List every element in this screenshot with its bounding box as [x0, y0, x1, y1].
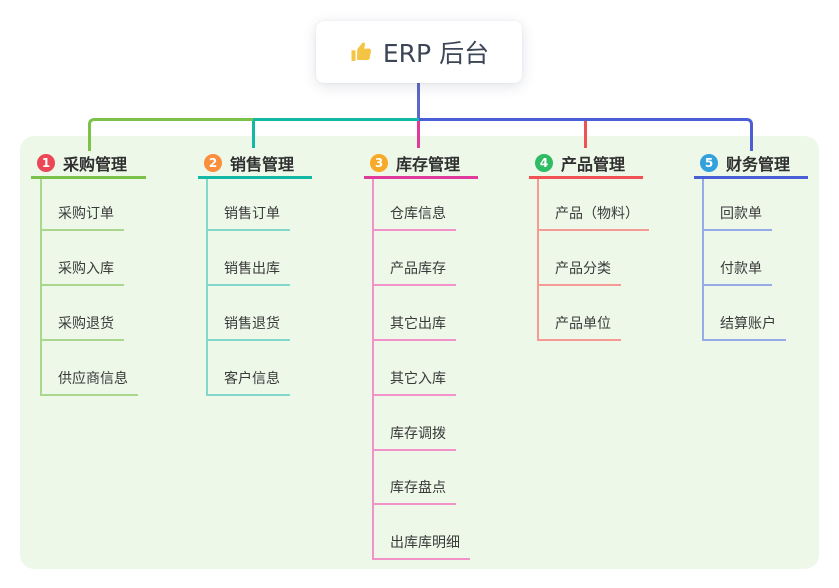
node-settlement-account[interactable]: 结算账户: [702, 315, 786, 341]
node-purchase-order[interactable]: 采购订单: [40, 205, 124, 231]
branch-header-inventory[interactable]: 3 库存管理: [364, 150, 478, 179]
node-supplier-info[interactable]: 供应商信息: [40, 370, 138, 396]
branch-connector-inventory: [372, 179, 374, 560]
node-purchase-return[interactable]: 采购退货: [40, 315, 124, 341]
branch-connector-sales: [206, 179, 208, 396]
bus-segment-blue: [419, 118, 733, 121]
bus-corner-right: [730, 118, 753, 151]
branch-connector-finance: [702, 179, 704, 341]
bus-segment-teal: [253, 118, 419, 121]
node-customer-info[interactable]: 客户信息: [206, 370, 290, 396]
drop-line-product: [584, 121, 587, 148]
branch-number-badge: 4: [535, 154, 553, 172]
root-connector-line: [417, 83, 420, 121]
node-stock-count[interactable]: 库存盘点: [372, 479, 456, 505]
node-product-category[interactable]: 产品分类: [537, 260, 621, 286]
branch-number-badge: 1: [37, 154, 55, 172]
branch-label-sales: 销售管理: [230, 155, 295, 174]
root-node-erp[interactable]: ERP 后台: [316, 21, 522, 83]
branch-label-inventory: 库存管理: [396, 155, 461, 174]
node-stock-transfer[interactable]: 库存调拨: [372, 425, 456, 451]
node-purchase-inbound[interactable]: 采购入库: [40, 260, 124, 286]
node-sales-outbound[interactable]: 销售出库: [206, 260, 290, 286]
branch-connector-purchase: [40, 179, 42, 396]
branch-number-badge: 5: [700, 154, 718, 172]
bus-corner-left: [88, 118, 111, 151]
branch-header-product[interactable]: 4 产品管理: [529, 150, 643, 179]
branch-label-purchase: 采购管理: [63, 155, 128, 174]
branch-number-badge: 2: [204, 154, 222, 172]
node-receipt-voucher[interactable]: 回款单: [702, 205, 772, 231]
node-product-stock[interactable]: 产品库存: [372, 260, 456, 286]
node-sales-order[interactable]: 销售订单: [206, 205, 290, 231]
node-warehouse-info[interactable]: 仓库信息: [372, 205, 456, 231]
branch-number-badge: 3: [370, 154, 388, 172]
branch-label-product: 产品管理: [561, 155, 626, 174]
drop-line-sales: [252, 121, 255, 148]
branch-label-finance: 财务管理: [726, 155, 791, 174]
bus-segment-green: [106, 118, 253, 121]
node-other-outbound[interactable]: 其它出库: [372, 315, 456, 341]
node-outbound-detail[interactable]: 出库库明细: [372, 534, 470, 560]
branch-header-sales[interactable]: 2 销售管理: [198, 150, 312, 179]
branches-background-panel: [20, 136, 819, 569]
root-node-label: ERP 后台: [382, 39, 490, 68]
thumbs-up-icon: [349, 40, 373, 64]
node-product-material[interactable]: 产品（物料）: [537, 205, 649, 231]
node-other-inbound[interactable]: 其它入库: [372, 370, 456, 396]
node-product-unit[interactable]: 产品单位: [537, 315, 621, 341]
node-payment-voucher[interactable]: 付款单: [702, 260, 772, 286]
drop-line-inventory: [417, 121, 420, 148]
branch-header-finance[interactable]: 5 财务管理: [694, 150, 808, 179]
node-sales-return[interactable]: 销售退货: [206, 315, 290, 341]
branch-header-purchase[interactable]: 1 采购管理: [31, 150, 146, 179]
branch-connector-product: [537, 179, 539, 341]
